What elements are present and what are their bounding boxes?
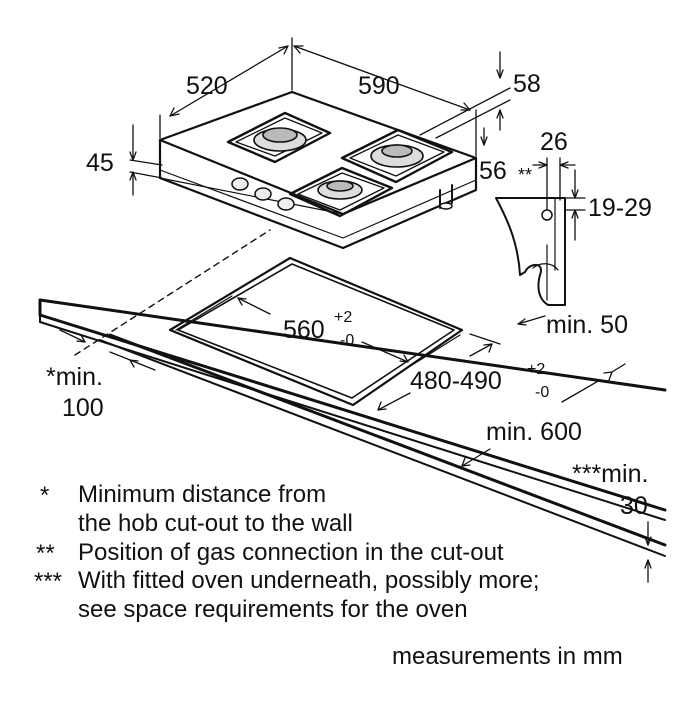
- footnote-1-line1: Minimum distance from: [78, 481, 327, 508]
- dim-480-490-lines: [377, 333, 501, 411]
- footnote-2-mark: **: [36, 540, 55, 567]
- hob: [158, 90, 478, 250]
- dim-min600-label: min. 600: [486, 418, 582, 446]
- footnote-1-mark: *: [40, 482, 50, 509]
- dim-45-label: 45: [86, 149, 114, 177]
- burner-front: [288, 166, 394, 218]
- dim-min100-lines: [59, 329, 156, 371]
- dim-19-29-lines: [564, 169, 586, 241]
- dim-480-490-tol-plus: +2: [527, 361, 546, 378]
- dim-560-tol-plus: +2: [334, 309, 353, 326]
- dim-56-lines: [480, 127, 488, 146]
- dim-26-lines: [532, 157, 576, 211]
- dim-19-29-label: 19-29: [588, 194, 652, 222]
- footnote-3-mark: ***: [34, 568, 63, 595]
- footnote-3-line2: see space requirements for the oven: [78, 596, 468, 623]
- dim-480-490-tol-minus: -0: [535, 384, 550, 401]
- dim-56-label: 56: [479, 157, 507, 185]
- wall-projection-line: [74, 229, 271, 356]
- dim-min30-lines: [644, 521, 652, 583]
- dim-min600-lines: [461, 363, 626, 467]
- units-caption: measurements in mm: [392, 643, 623, 670]
- dim-45-lines: [129, 124, 163, 196]
- cutout: [168, 256, 464, 407]
- burner-left: [226, 111, 332, 164]
- dim-56-gas-mark: **: [518, 165, 533, 185]
- dim-58-lines: [419, 51, 511, 139]
- dim-520-label: 520: [186, 72, 228, 100]
- dim-560-lines: [175, 295, 461, 366]
- dim-min50-lines: [517, 315, 546, 326]
- worktop: [38, 298, 667, 557]
- footnote-3-line1: With fitted oven underneath, possibly mo…: [78, 567, 540, 594]
- dim-min100-label-line1: *min.: [46, 363, 103, 391]
- dim-480-490-label: 480-490: [410, 367, 502, 395]
- dim-520-lines: [159, 37, 293, 139]
- control-knobs: [231, 177, 295, 211]
- dim-58-label: 58: [513, 70, 541, 98]
- dim-min30-label-line2: 30: [620, 492, 648, 520]
- dim-min50-label: min. 50: [546, 311, 628, 339]
- footnote-2-line1: Position of gas connection in the cut-ou…: [78, 539, 504, 566]
- footnote-1-line2: the hob cut-out to the wall: [78, 510, 353, 537]
- dim-min30-label-line1: ***min.: [572, 460, 649, 488]
- burner-right: [340, 128, 454, 184]
- dim-min100-label-line2: 100: [62, 394, 104, 422]
- dim-26-label: 26: [540, 128, 568, 156]
- dim-590-label: 590: [358, 72, 400, 100]
- dim-560-label: 560: [283, 316, 325, 344]
- mounting-bracket: [495, 197, 566, 306]
- dim-560-tol-minus: -0: [340, 332, 355, 349]
